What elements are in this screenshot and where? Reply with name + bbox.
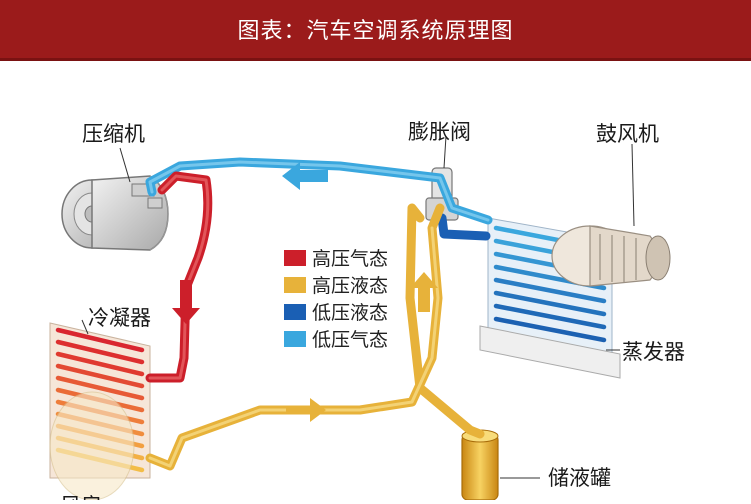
legend-item-high-pressure-gas: 高压气态 (284, 244, 388, 271)
label-expansion-valve: 膨胀阀 (408, 120, 471, 144)
legend-swatch-high-pressure-gas (284, 249, 306, 266)
legend-label-low-pressure-liquid: 低压液态 (312, 302, 389, 324)
legend-label-low-pressure-gas: 低压气态 (312, 329, 389, 351)
legend-swatch-low-pressure-gas (284, 330, 306, 347)
condenser-graphic (49, 322, 151, 501)
arrow-high-gas (172, 280, 200, 324)
legend-item-low-pressure-gas: 低压气态 (284, 325, 388, 352)
arrow-low-gas (282, 162, 328, 190)
legend: 高压气态 高压液态 低压液态 低压气态 (284, 244, 388, 352)
legend-swatch-high-pressure-liquid (284, 276, 306, 293)
label-radiator-fan-partial: 风扇 (60, 490, 102, 500)
legend-label-high-pressure-gas: 高压气态 (312, 248, 389, 270)
receiver-graphic (461, 429, 499, 501)
diagram-svg (49, 135, 671, 501)
page-title: 图表：汽车空调系统原理图 (237, 19, 514, 44)
label-blower: 鼓风机 (596, 122, 659, 146)
title-bar: 图表：汽车空调系统原理图 (0, 0, 751, 61)
leader-lines (81, 135, 635, 479)
legend-swatch-low-pressure-liquid (284, 303, 306, 320)
label-compressor: 压缩机 (82, 122, 145, 146)
arrow-high-liquid-up (410, 272, 438, 312)
pipe-low-pressure-liquid (437, 213, 491, 241)
ac-system-diagram: 压缩机 膨胀阀 鼓风机 冷凝器 蒸发器 储液罐 风扇 高压气态 高压液态 低压液… (0, 58, 751, 501)
blower-graphic (551, 225, 671, 287)
label-evaporator: 蒸发器 (622, 340, 685, 364)
legend-item-high-pressure-liquid: 高压液态 (284, 271, 388, 298)
label-condenser: 冷凝器 (88, 306, 151, 330)
legend-label-high-pressure-liquid: 高压液态 (312, 275, 389, 297)
label-receiver: 储液罐 (548, 466, 611, 490)
legend-item-low-pressure-liquid: 低压液态 (284, 298, 388, 325)
arrow-high-liquid-right (286, 398, 326, 422)
